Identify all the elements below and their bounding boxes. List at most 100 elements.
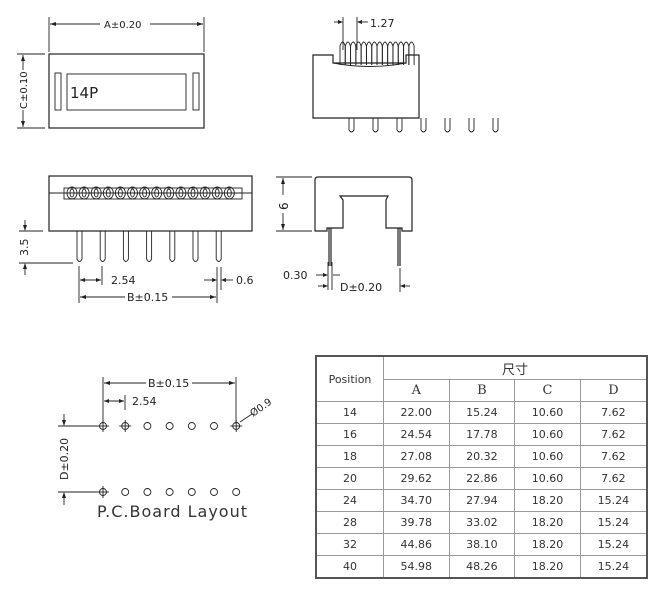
pin (99, 231, 106, 262)
pin (169, 231, 176, 262)
cell-b: 17.78 (448, 423, 516, 446)
cell-a: 39.78 (383, 511, 450, 534)
column-header-d: D (579, 379, 648, 402)
contact-loop (139, 186, 151, 200)
end-body (314, 176, 413, 232)
pin (372, 118, 379, 133)
cell-position: 14 (315, 401, 384, 424)
contact-loop (223, 186, 235, 200)
front-view: 3.5 2.54 0.6 B±0.15 (18, 175, 254, 304)
cell-a: 22.00 (383, 401, 450, 424)
front-body (48, 175, 253, 232)
contact-spring (371, 41, 378, 65)
dim-c-label: C±0.10 (19, 71, 30, 109)
contact-spring (366, 41, 373, 65)
cell-c: 18.20 (514, 489, 581, 512)
pcb-hole (121, 488, 130, 496)
dim-pin-pitch: 2.54 (111, 274, 136, 287)
contact-loop (114, 186, 126, 200)
pcb-hole (143, 488, 152, 496)
column-header-a: A (383, 379, 450, 402)
contact-loop (187, 186, 199, 200)
pcb-layout-title: P.C.Board Layout (97, 502, 248, 521)
contact-loop (163, 186, 175, 200)
contact-loop (90, 186, 102, 200)
contact-spring (360, 41, 367, 65)
dim-pin-width: 0.6 (236, 274, 254, 287)
contact-spring (387, 41, 394, 65)
right-slot (192, 72, 200, 111)
dim-row-spacing: D±0.20 (340, 281, 382, 294)
cell-b: 48.26 (448, 555, 516, 579)
cell-position: 40 (315, 555, 384, 579)
contact-loop (199, 186, 211, 200)
cell-d: 15.24 (579, 555, 648, 579)
dim-contact-pitch: 1.27 (370, 17, 395, 30)
cell-position: 28 (315, 511, 384, 534)
cell-position: 24 (315, 489, 384, 512)
pin (396, 118, 403, 133)
cell-d: 7.62 (579, 423, 648, 446)
pin (76, 231, 83, 262)
pin (215, 231, 222, 262)
contact-spring (350, 41, 357, 65)
cell-d: 7.62 (579, 467, 648, 490)
pcb-hole (165, 488, 174, 496)
contact-loop (78, 186, 90, 200)
cell-d: 7.62 (579, 445, 648, 468)
contact-loop (66, 186, 78, 200)
cell-a: 54.98 (383, 555, 450, 579)
cell-c: 18.20 (514, 555, 581, 579)
cell-c: 18.20 (514, 533, 581, 556)
pcb-hole (232, 488, 241, 496)
cell-a: 29.62 (383, 467, 450, 490)
cell-d: 15.24 (579, 533, 648, 556)
top-view-body (48, 53, 205, 129)
label-window (66, 73, 187, 111)
end-view: 6 0.30 D±0.20 (276, 176, 413, 294)
pin (420, 118, 427, 133)
cell-c: 10.60 (514, 401, 581, 424)
contact-loop (127, 186, 138, 200)
pin (492, 118, 499, 133)
pin (122, 231, 129, 262)
pcb-hole (210, 488, 218, 496)
pcb-hole (187, 488, 196, 496)
pcb-hole (187, 422, 196, 430)
contact-spring (392, 41, 399, 65)
pcb-dim-span: B±0.15 (148, 377, 189, 390)
cell-b: 15.24 (448, 401, 516, 424)
contact-spring (344, 41, 351, 65)
cell-b: 22.86 (448, 467, 516, 490)
side-view: 1.27 (312, 17, 499, 133)
cell-b: 27.94 (448, 489, 516, 512)
contact-spring (408, 41, 415, 65)
position-header: Position (315, 355, 384, 402)
cell-a: 27.08 (383, 445, 450, 468)
contact-loop (151, 186, 163, 200)
pin (348, 118, 355, 133)
top-view: 14P A±0.20 C±0.10 (17, 17, 205, 129)
dim-height-6: 6 (277, 202, 291, 210)
cell-c: 10.60 (514, 423, 581, 446)
pcb-hole (165, 422, 174, 430)
column-header-c: C (514, 379, 581, 402)
cell-a: 44.86 (383, 533, 450, 556)
contact-spring (381, 41, 389, 65)
contact-loop (175, 186, 187, 200)
dim-pin-length: 3.5 (18, 239, 31, 257)
contact-loop (211, 186, 223, 200)
dim-a-label: A±0.20 (104, 20, 142, 31)
cell-b: 33.02 (448, 511, 516, 534)
position-label: 14P (70, 84, 98, 102)
cell-position: 32 (315, 533, 384, 556)
pcb-hole (210, 422, 218, 430)
pcb-dim-pitch: 2.54 (132, 395, 157, 408)
